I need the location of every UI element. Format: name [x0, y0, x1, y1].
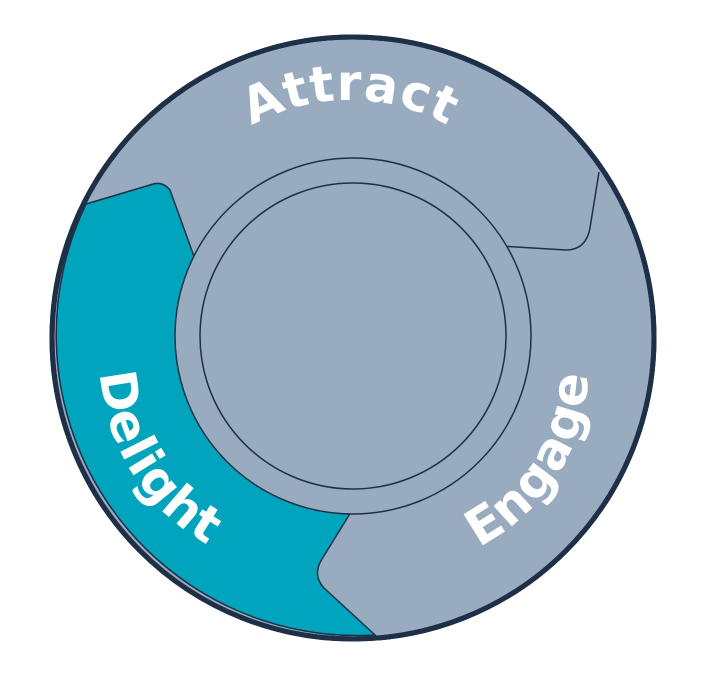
- attract-engage-divider: [499, 171, 600, 251]
- hub-inner-circle: [199, 182, 507, 490]
- outer-outline: [49, 34, 657, 642]
